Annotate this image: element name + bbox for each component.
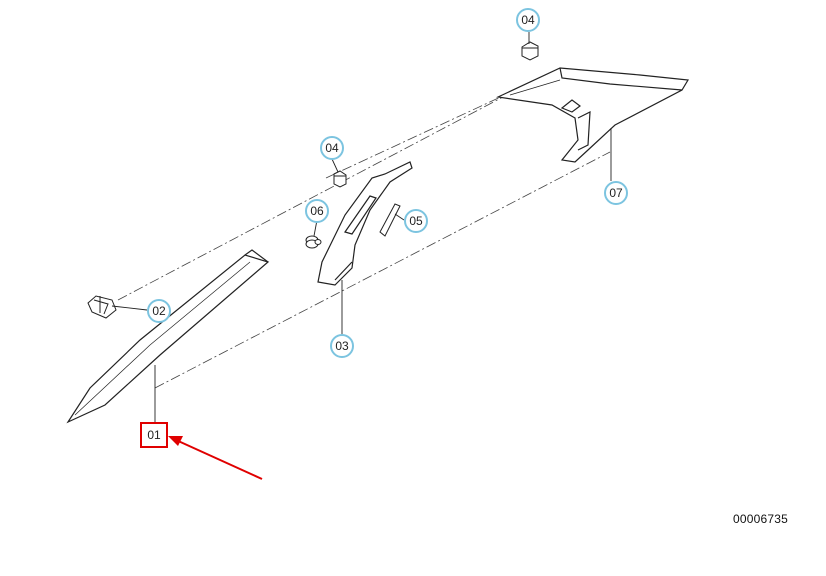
callout-04-top[interactable]: 04	[516, 8, 540, 32]
callout-06[interactable]: 06	[305, 199, 329, 223]
part-06-nut	[305, 235, 322, 249]
assembly-line-upper	[117, 87, 521, 301]
assembly-line-lower	[154, 151, 611, 389]
leader-lines	[111, 32, 612, 423]
callout-01-highlighted[interactable]: 01	[140, 422, 168, 448]
callout-02[interactable]: 02	[147, 299, 171, 323]
part-07-pillar-trim	[495, 67, 689, 163]
assembly-line-mid	[325, 87, 521, 179]
callout-03[interactable]: 03	[330, 334, 354, 358]
callout-05[interactable]: 05	[404, 209, 428, 233]
highlight-arrow	[168, 436, 263, 480]
part-01-pillar-trim	[66, 249, 270, 424]
assembly-lines	[117, 87, 611, 389]
document-number: 00006735	[733, 512, 788, 526]
part-03-pillar-trim	[317, 161, 413, 286]
callout-04-mid[interactable]: 04	[320, 136, 344, 160]
part-04-fastener-mid	[333, 170, 347, 188]
part-02-clip	[87, 295, 117, 319]
callout-07[interactable]: 07	[604, 181, 628, 205]
part-05-clip	[379, 203, 401, 237]
part-04-fastener-top	[521, 41, 539, 61]
